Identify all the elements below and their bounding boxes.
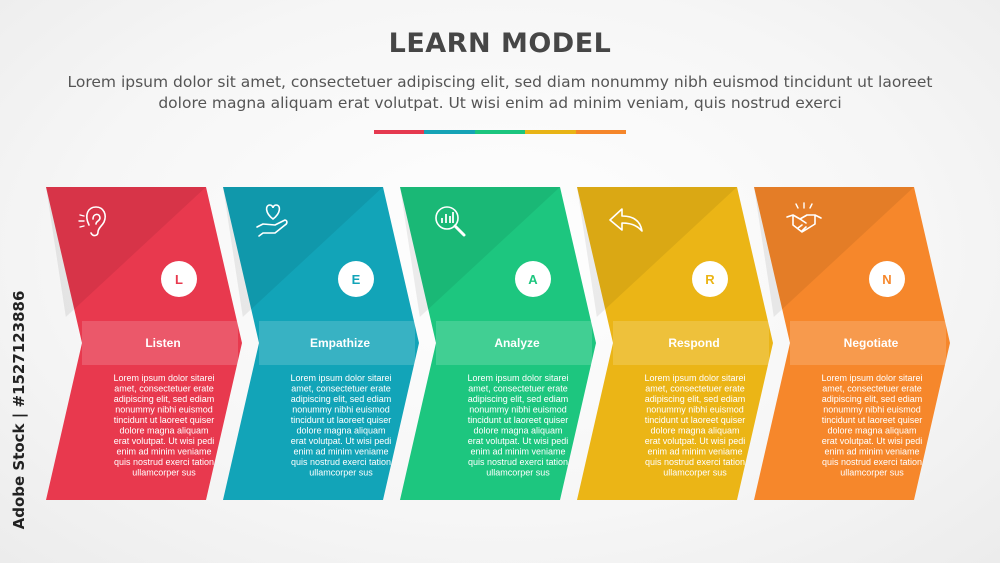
step-chevron xyxy=(577,187,773,500)
step-letter: A xyxy=(528,272,538,287)
step-letter: L xyxy=(175,272,183,287)
chevron-shade xyxy=(754,187,914,317)
label-band xyxy=(259,321,415,365)
divider-segment xyxy=(575,130,627,134)
stock-watermark: Adobe Stock | #1527123886 xyxy=(8,291,30,530)
chevron-shade xyxy=(400,187,560,317)
step-chevron xyxy=(223,187,419,500)
hand-heart-icon xyxy=(256,204,288,237)
step-label: Empathize xyxy=(310,336,370,350)
step-label: Analyze xyxy=(494,336,540,350)
letter-circle xyxy=(869,261,905,297)
divider-segment xyxy=(424,130,475,134)
chevron-shade xyxy=(46,187,206,317)
step-letter: E xyxy=(352,272,361,287)
divider-segment xyxy=(474,130,526,134)
label-band xyxy=(613,321,769,365)
letter-circle xyxy=(338,261,374,297)
title-divider xyxy=(374,130,627,134)
letter-circle xyxy=(161,261,197,297)
letter-circle xyxy=(515,261,551,297)
chevron-shade xyxy=(223,187,383,317)
handshake-icon xyxy=(786,202,822,233)
step-letter: N xyxy=(882,272,891,287)
page-subtitle: Lorem ipsum dolor sit amet, consectetuer… xyxy=(67,73,933,112)
watermark-text: Adobe Stock | #1527123886 xyxy=(10,290,28,530)
ear-icon xyxy=(78,206,106,237)
step-chevron xyxy=(46,187,242,500)
reply-arrow-icon xyxy=(609,208,643,232)
step-label: Negotiate xyxy=(844,336,899,350)
step-label: Listen xyxy=(145,336,180,350)
step-letter: R xyxy=(705,272,715,287)
divider-segment xyxy=(525,130,576,134)
chevron-shade xyxy=(577,187,737,317)
label-band xyxy=(436,321,592,365)
label-band xyxy=(790,321,946,365)
divider-segment xyxy=(374,130,425,134)
letter-circle xyxy=(692,261,728,297)
step-chevron xyxy=(400,187,596,500)
page-title: LEARN MODEL xyxy=(388,28,612,59)
step-chevron xyxy=(754,187,950,500)
label-band xyxy=(82,321,238,365)
magnifier-chart-icon xyxy=(435,206,466,237)
step-label: Respond xyxy=(668,336,719,350)
